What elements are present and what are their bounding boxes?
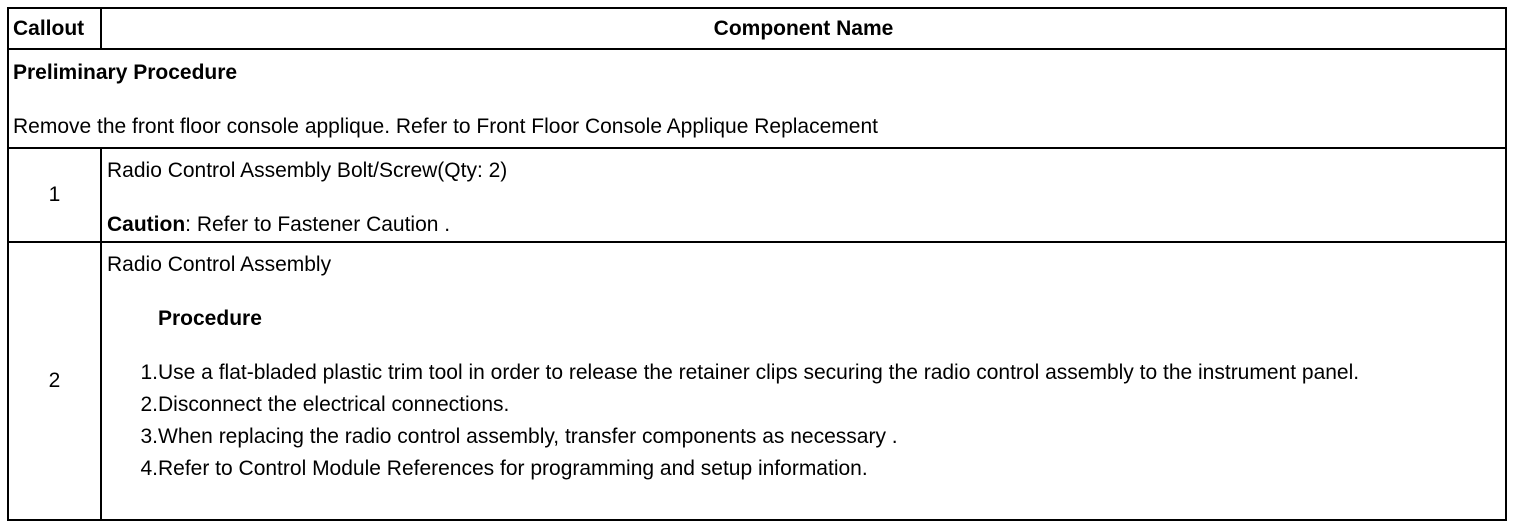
procedure-steps: 1. Use a flat-bladed plastic trim tool i… — [107, 361, 1500, 481]
component-name: Radio Control Assembly Bolt/Screw(Qty: 2… — [107, 159, 508, 182]
caution-note: Caution: Refer to Fastener Caution . — [107, 213, 1500, 237]
table-row: 1 Radio Control Assembly Bolt/Screw(Qty:… — [7, 147, 1507, 243]
preliminary-cell: Preliminary Procedure Remove the front f… — [7, 48, 1507, 149]
component-name-cell: Radio Control Assembly Bolt/Screw(Qty: 2… — [100, 147, 1507, 243]
procedure-heading: Procedure — [158, 307, 262, 330]
component-table: Callout Component Name Preliminary Proce… — [7, 7, 1507, 521]
table-row: 2 Radio Control Assembly Procedure 1. Us… — [7, 241, 1507, 521]
step-text: Refer to Control Module References for p… — [158, 457, 868, 480]
step-number: 2. — [140, 393, 158, 416]
preliminary-row: Preliminary Procedure Remove the front f… — [7, 48, 1507, 149]
preliminary-title: Preliminary Procedure — [13, 61, 238, 84]
component-name-cell: Radio Control Assembly Procedure 1. Use … — [100, 241, 1507, 521]
step-number: 3. — [140, 425, 158, 448]
preliminary-text: Remove the front floor console applique.… — [13, 115, 878, 138]
step-text: Disconnect the electrical connections. — [158, 393, 510, 416]
table-header-row: Callout Component Name — [7, 7, 1507, 50]
caution-text: : Refer to Fastener Caution . — [185, 213, 451, 236]
component-name: Radio Control Assembly — [107, 253, 332, 276]
callout-column-header: Callout — [7, 7, 102, 50]
list-item: 2. Disconnect the electrical connections… — [107, 393, 1500, 417]
list-item: 3. When replacing the radio control asse… — [107, 425, 1500, 449]
step-number: 4. — [140, 457, 158, 480]
step-text: When replacing the radio control assembl… — [158, 425, 898, 448]
callout-cell: 1 — [7, 147, 102, 243]
callout-cell: 2 — [7, 241, 102, 521]
caution-label: Caution — [107, 213, 186, 236]
list-item: 1. Use a flat-bladed plastic trim tool i… — [107, 361, 1500, 385]
component-name-column-header: Component Name — [100, 7, 1507, 50]
step-text: Use a flat-bladed plastic trim tool in o… — [158, 361, 1360, 384]
step-number: 1. — [140, 361, 158, 384]
list-item: 4. Refer to Control Module References fo… — [107, 457, 1500, 481]
